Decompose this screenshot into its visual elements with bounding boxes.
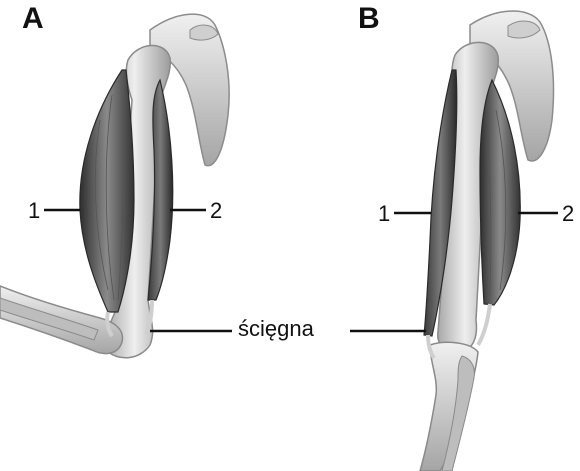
panel-a-arm (0, 14, 229, 358)
panel-a-callout-1: 1 (28, 200, 40, 222)
panel-b-callout-2: 2 (562, 203, 574, 225)
panel-b-arm (420, 11, 554, 471)
tendon-label: ścięgna (238, 318, 314, 340)
panel-b-label: B (358, 4, 380, 34)
panel-b-callout-1: 1 (378, 203, 390, 225)
muscle-2-b (480, 80, 520, 305)
tendon-b-2 (478, 304, 490, 345)
panel-a-label: A (22, 4, 44, 34)
muscle-1-a (80, 70, 134, 312)
panel-a-callout-2: 2 (210, 200, 222, 222)
